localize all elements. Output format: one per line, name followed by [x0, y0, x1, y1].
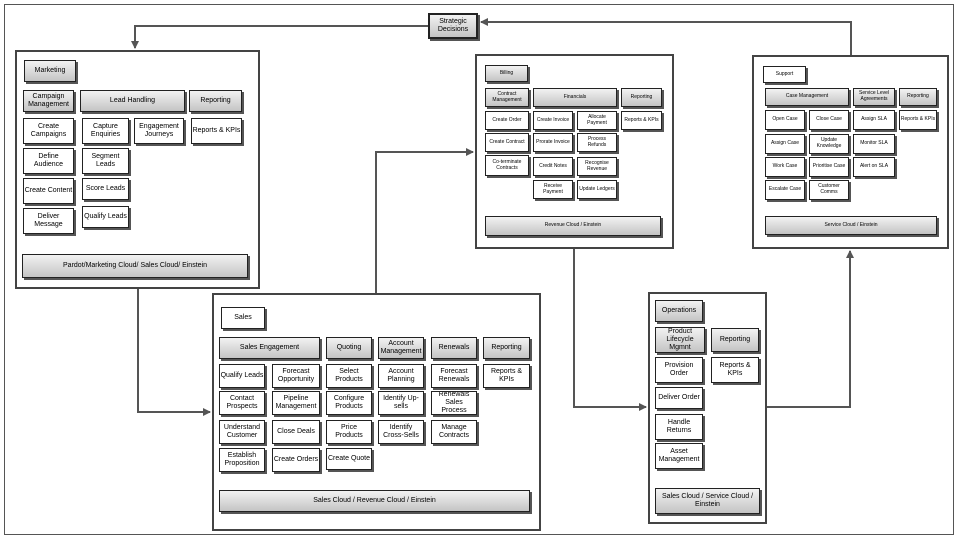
account-planning-box: Account Planning	[378, 364, 424, 388]
billing-reporting-header: Reporting	[621, 88, 662, 107]
arrow-marketing-to-sales	[137, 289, 211, 416]
configure-products-box: Configure Products	[326, 391, 372, 415]
arrow-sales-to-billing	[375, 148, 474, 293]
sales-reporting-header: Reporting	[483, 337, 530, 359]
update-knowledge-box: Update Knowledge	[809, 134, 849, 154]
establish-proposition-box: Establish Proposition	[219, 448, 265, 472]
open-case-box: Open Case	[765, 110, 805, 130]
select-products-box: Select Products	[326, 364, 372, 388]
operations-title: Operations	[655, 300, 703, 322]
provision-order-box: Provision Order	[655, 357, 703, 383]
allocate-payment-box: Allocate Payment	[577, 111, 617, 130]
contact-prospects-box: Contact Prospects	[219, 391, 265, 415]
deliver-message-box: Deliver Message	[23, 208, 74, 234]
handle-returns-box: Handle Returns	[655, 414, 703, 440]
marketing-reporting-header: Reporting	[189, 90, 242, 112]
sales-reports-kpis-box: Reports & KPIs	[483, 364, 530, 388]
support-reports-kpis-box: Reports & KPIs	[899, 110, 937, 130]
define-audience-box: Define Audience	[23, 148, 74, 174]
close-case-box: Close Case	[809, 110, 849, 130]
create-content-box: Create Content	[23, 178, 74, 204]
recognise-revenue-box: Recognise Revenue	[577, 157, 617, 176]
understand-customer-box: Understand Customer	[219, 420, 265, 444]
arrow-operations-to-support	[767, 250, 854, 408]
campaign-management-header: Campaign Management	[23, 90, 74, 112]
create-quote-box: Create Quote	[326, 448, 372, 470]
pipeline-management-box: Pipeline Management	[272, 391, 320, 415]
create-orders-box: Create Orders	[272, 448, 320, 472]
diagram-frame	[4, 4, 954, 535]
process-refunds-box: Process Refunds	[577, 133, 617, 152]
support-title: Support	[763, 66, 806, 83]
lead-handling-header: Lead Handling	[80, 90, 185, 112]
operations-reporting-header: Reporting	[711, 328, 759, 352]
strategic-decisions-box: Strategic Decisions	[428, 13, 478, 39]
monitor-sla-box: Monitor SLA	[853, 134, 895, 154]
alert-sla-box: Alert on SLA	[853, 157, 895, 177]
identify-upsells-box: Identify Up-sells	[378, 391, 424, 415]
escalate-case-box: Escalate Case	[765, 180, 805, 200]
credit-notes-box: Credit Notes	[533, 157, 573, 176]
billing-reports-kpis-box: Reports & KPIs	[621, 111, 662, 130]
forecast-opportunity-box: Forecast Opportunity	[272, 364, 320, 388]
qualify-leads-sales-box: Qualify Leads	[219, 364, 265, 388]
engagement-journeys-box: Engagement Journeys	[134, 118, 184, 144]
product-lifecycle-header: Product Lifecycle Mgmnt	[655, 327, 705, 353]
support-reporting-header: Reporting	[899, 88, 937, 106]
arrow-strategic-to-marketing	[131, 25, 428, 49]
segment-leads-box: Segment Leads	[82, 148, 129, 174]
customer-comms-box: Customer Comms	[809, 180, 849, 200]
marketing-footer: Pardot/Marketing Cloud/ Sales Cloud/ Ein…	[22, 254, 248, 278]
asset-management-box: Asset Management	[655, 443, 703, 469]
create-invoice-box: Create Invoice	[533, 111, 573, 130]
coterminate-contracts-box: Co-terminate Contracts	[485, 155, 529, 176]
update-ledgers-box: Update Ledgers	[577, 180, 617, 199]
marketing-reports-kpis-box: Reports & KPIs	[191, 118, 242, 144]
billing-footer: Revenue Cloud / Einstein	[485, 216, 661, 236]
sales-engagement-header: Sales Engagement	[219, 337, 320, 359]
work-case-box: Work Case	[765, 157, 805, 177]
create-contract-box: Create Contract	[485, 133, 529, 152]
assign-case-box: Assign Case	[765, 134, 805, 154]
qualify-leads-box: Qualify Leads	[82, 206, 129, 228]
contract-management-header: Contract Management	[485, 88, 529, 107]
score-leads-box: Score Leads	[82, 178, 129, 200]
price-products-box: Price Products	[326, 420, 372, 444]
prioritise-case-box: Prioritise Case	[809, 157, 849, 177]
arrow-support-to-strategic	[480, 18, 852, 55]
quoting-header: Quoting	[326, 337, 372, 359]
case-management-header: Case Management	[765, 88, 849, 106]
sales-title: Sales	[221, 307, 265, 329]
forecast-renewals-box: Forecast Renewals	[431, 364, 477, 388]
manage-contracts-box: Manage Contracts	[431, 420, 477, 444]
billing-title: Billing	[485, 65, 528, 82]
financials-header: Financials	[533, 88, 617, 107]
close-deals-box: Close Deals	[272, 420, 320, 444]
operations-footer: Sales Cloud / Service Cloud / Einstein	[655, 488, 760, 514]
marketing-title: Marketing	[24, 60, 76, 82]
operations-reports-kpis-box: Reports & KPIs	[711, 357, 759, 383]
receive-payment-box: Receive Payment	[533, 180, 573, 199]
support-footer: Service Cloud / Einstein	[765, 216, 937, 235]
create-campaigns-box: Create Campaigns	[23, 118, 74, 144]
create-order-box: Create Order	[485, 111, 529, 130]
arrow-billing-to-operations	[573, 249, 647, 411]
renewals-sales-process-box: Renewals Sales Process	[431, 391, 477, 415]
sales-footer: Sales Cloud / Revenue Cloud / Einstein	[219, 490, 530, 512]
account-management-header: Account Management	[378, 337, 424, 359]
sla-header: Service Level Agreements	[853, 88, 895, 106]
renewals-header: Renewals	[431, 337, 477, 359]
assign-sla-box: Assign SLA	[853, 110, 895, 130]
deliver-order-box: Deliver Order	[655, 387, 703, 409]
prorate-invoice-box: Prorate Invoice	[533, 133, 573, 152]
identify-crosssells-box: Identify Cross-Sells	[378, 420, 424, 444]
capture-enquiries-box: Capture Enquiries	[82, 118, 129, 144]
